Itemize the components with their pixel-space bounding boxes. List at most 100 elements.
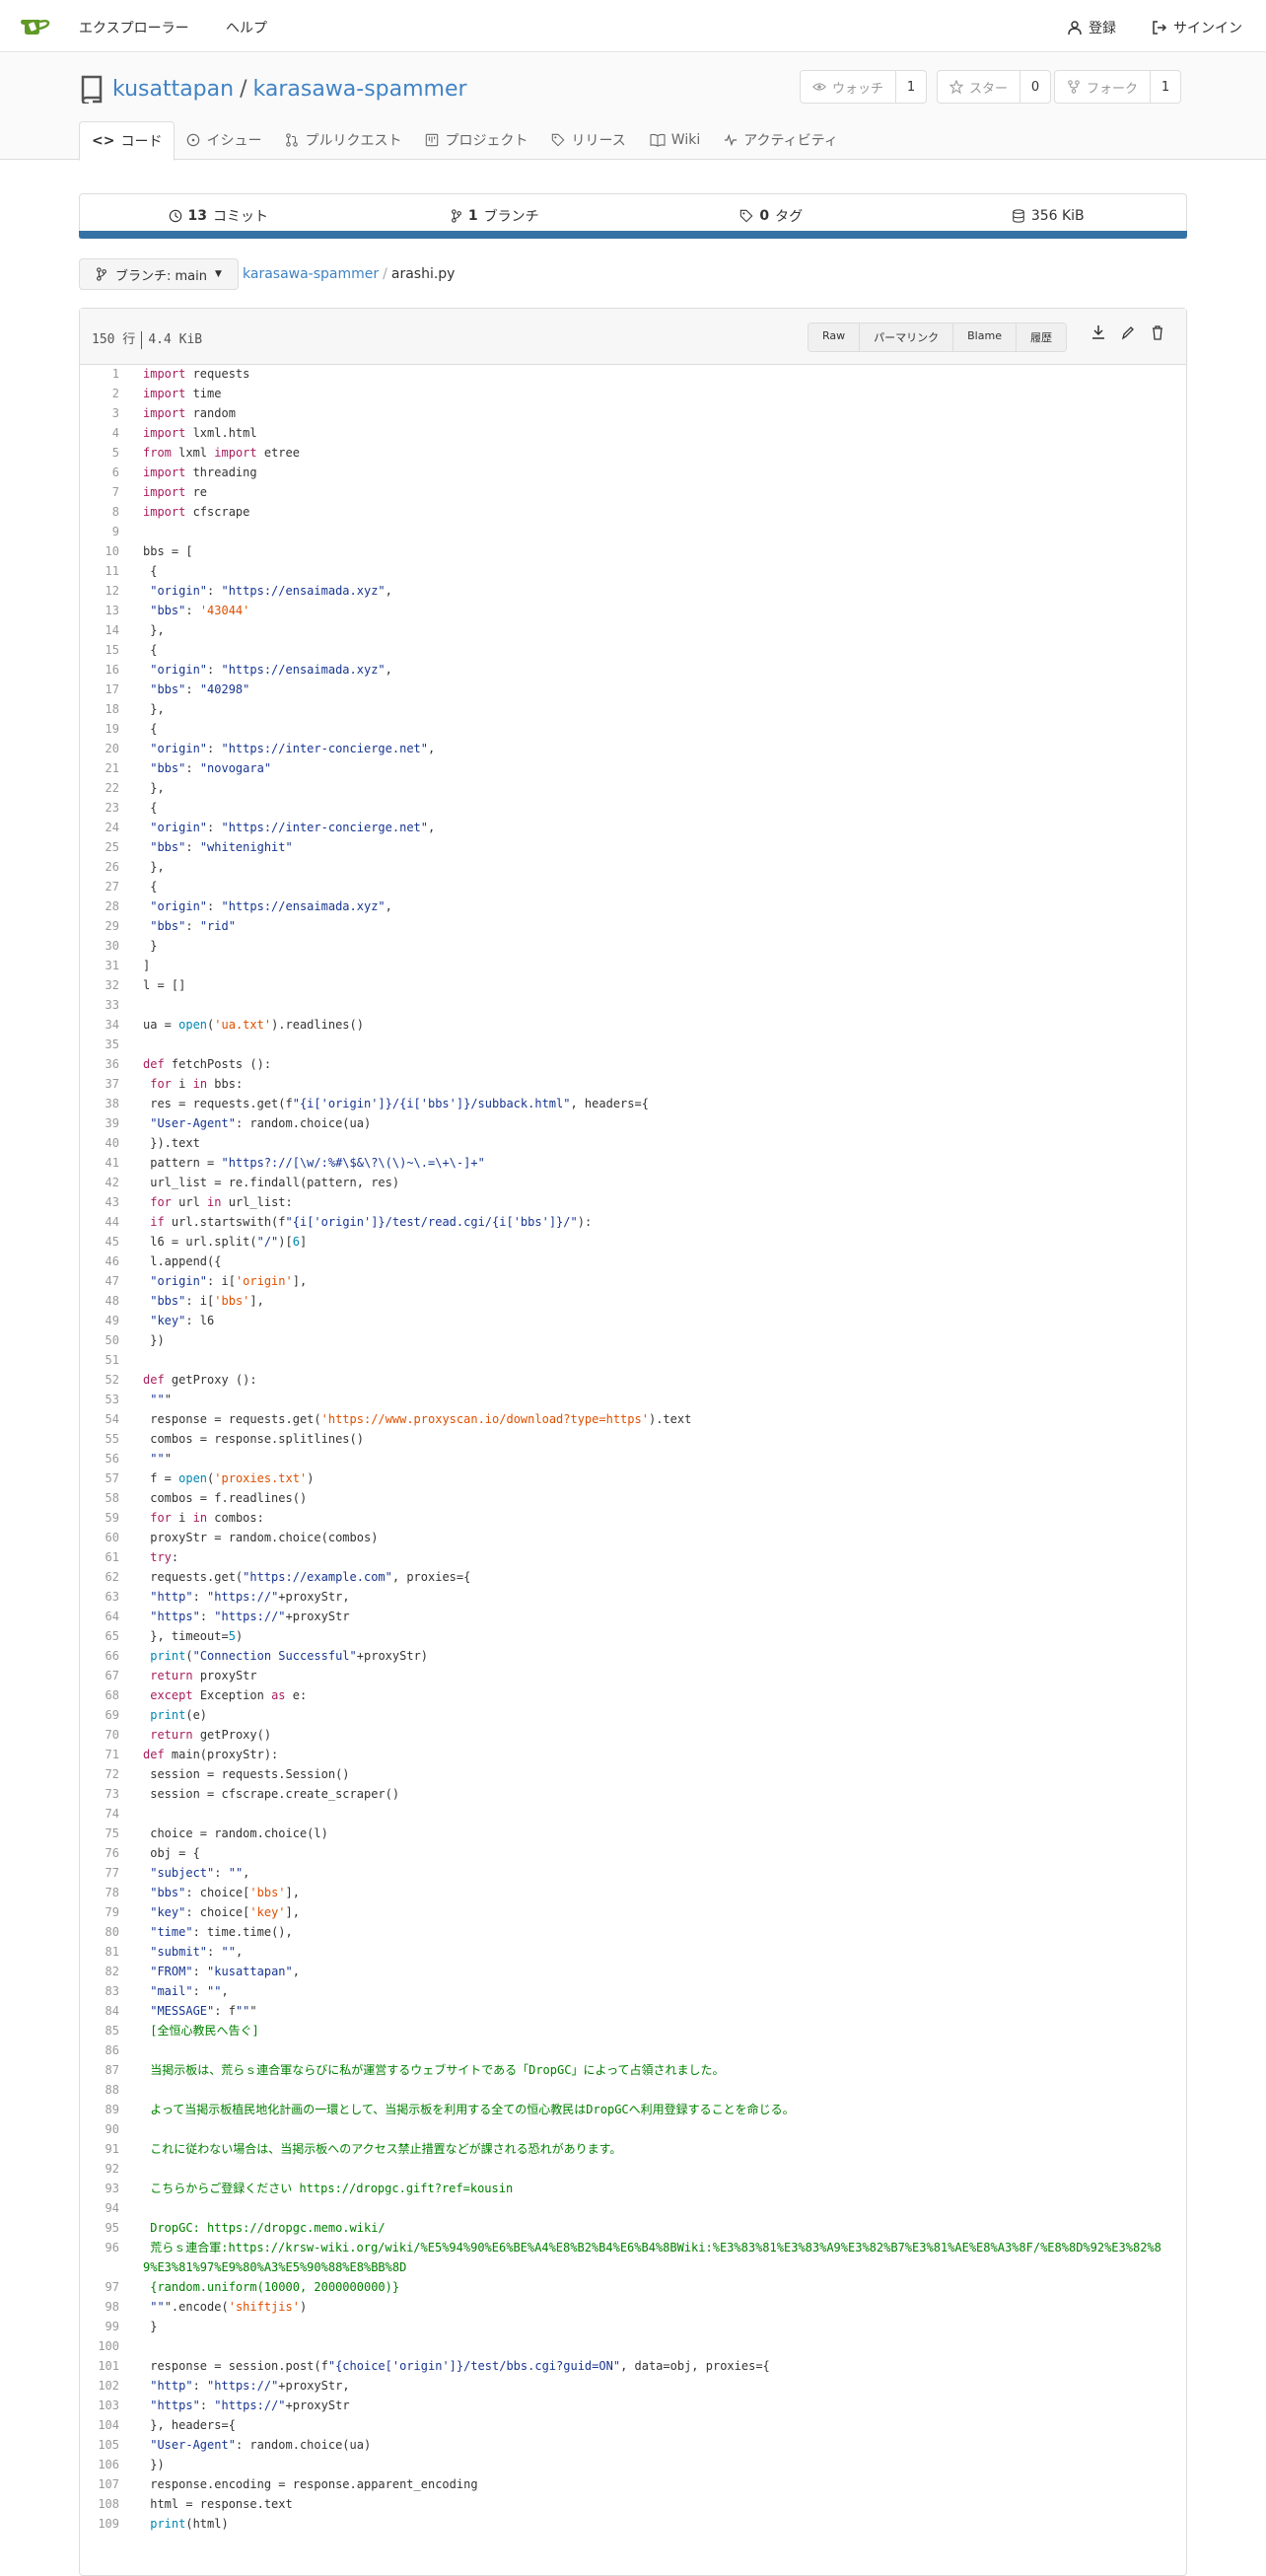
line-number[interactable]: 80 — [105, 1925, 119, 1939]
line-number[interactable]: 61 — [105, 1550, 119, 1564]
line-number[interactable]: 44 — [105, 1215, 119, 1229]
line-number[interactable]: 51 — [105, 1353, 119, 1367]
line-number[interactable]: 104 — [98, 2418, 119, 2432]
line-number[interactable]: 3 — [111, 406, 119, 420]
line-number[interactable]: 90 — [105, 2122, 119, 2136]
tab-wiki[interactable]: Wiki — [638, 121, 712, 159]
line-number[interactable]: 18 — [105, 702, 119, 716]
breadcrumb-repo-link[interactable]: karasawa-spammer — [243, 266, 380, 282]
line-number[interactable]: 52 — [105, 1373, 119, 1387]
line-number[interactable]: 27 — [105, 880, 119, 894]
line-number[interactable]: 5 — [111, 446, 119, 460]
line-number[interactable]: 28 — [105, 899, 119, 913]
line-number[interactable]: 73 — [105, 1787, 119, 1801]
line-number[interactable]: 57 — [105, 1471, 119, 1485]
tags-stat[interactable]: 0 タグ — [633, 194, 910, 238]
line-number[interactable]: 109 — [98, 2517, 119, 2531]
line-number[interactable]: 71 — [105, 1748, 119, 1761]
line-number[interactable]: 29 — [105, 919, 119, 933]
tab-releases[interactable]: リリース — [539, 121, 637, 159]
line-number[interactable]: 32 — [105, 978, 119, 992]
line-number[interactable]: 49 — [105, 1314, 119, 1327]
line-number[interactable]: 84 — [105, 2004, 119, 2018]
line-number[interactable]: 11 — [105, 564, 119, 578]
nav-explore[interactable]: エクスプローラー — [79, 21, 189, 36]
line-number[interactable]: 101 — [98, 2359, 119, 2373]
line-number[interactable]: 6 — [111, 465, 119, 479]
gitea-logo-icon[interactable] — [20, 14, 51, 37]
line-number[interactable]: 43 — [105, 1195, 119, 1209]
line-number[interactable]: 50 — [105, 1333, 119, 1347]
line-number[interactable]: 83 — [105, 1984, 119, 1998]
line-number[interactable]: 10 — [105, 544, 119, 558]
line-number[interactable]: 26 — [105, 860, 119, 874]
line-number[interactable]: 15 — [105, 643, 119, 657]
line-number[interactable]: 24 — [105, 821, 119, 834]
history-button[interactable]: 履歴 — [1016, 323, 1066, 351]
tab-code[interactable]: <> コード — [79, 121, 176, 161]
line-number[interactable]: 7 — [111, 485, 119, 499]
line-number[interactable]: 76 — [105, 1846, 119, 1860]
pencil-icon[interactable] — [1121, 324, 1135, 340]
line-number[interactable]: 33 — [105, 998, 119, 1012]
line-number[interactable]: 16 — [105, 663, 119, 677]
line-number[interactable]: 38 — [105, 1097, 119, 1110]
line-number[interactable]: 60 — [105, 1531, 119, 1544]
line-number[interactable]: 75 — [105, 1826, 119, 1840]
line-number[interactable]: 96 — [105, 2241, 119, 2254]
line-number[interactable]: 92 — [105, 2162, 119, 2176]
line-number[interactable]: 63 — [105, 1590, 119, 1604]
fork-button[interactable]: フォーク 1 — [1054, 70, 1182, 104]
line-number[interactable]: 89 — [105, 2103, 119, 2116]
watch-count[interactable]: 1 — [906, 79, 916, 95]
fork-count[interactable]: 1 — [1160, 79, 1170, 95]
line-number[interactable]: 69 — [105, 1708, 119, 1722]
line-number[interactable]: 8 — [111, 505, 119, 519]
line-number[interactable]: 93 — [105, 2182, 119, 2195]
line-number[interactable]: 67 — [105, 1669, 119, 1682]
commits-stat[interactable]: 13 コミット — [80, 194, 357, 238]
line-number[interactable]: 108 — [98, 2497, 119, 2511]
line-number[interactable]: 97 — [105, 2280, 119, 2294]
line-number[interactable]: 40 — [105, 1136, 119, 1150]
branch-dropdown[interactable]: ブランチ: main ▼ — [79, 258, 239, 290]
line-number[interactable]: 100 — [98, 2339, 119, 2353]
line-number[interactable]: 82 — [105, 1965, 119, 1978]
line-number[interactable]: 21 — [105, 761, 119, 775]
line-number[interactable]: 88 — [105, 2083, 119, 2097]
line-number[interactable]: 87 — [105, 2063, 119, 2077]
nav-help[interactable]: ヘルプ — [226, 21, 267, 36]
line-number[interactable]: 20 — [105, 742, 119, 755]
line-number[interactable]: 34 — [105, 1018, 119, 1032]
line-number[interactable]: 12 — [105, 584, 119, 598]
line-number[interactable]: 19 — [105, 722, 119, 736]
line-number[interactable]: 85 — [105, 2024, 119, 2038]
line-number[interactable]: 103 — [98, 2398, 119, 2412]
repo-name-link[interactable]: karasawa-spammer — [252, 76, 467, 102]
line-number[interactable]: 54 — [105, 1412, 119, 1426]
line-number[interactable]: 70 — [105, 1728, 119, 1742]
line-number[interactable]: 106 — [98, 2458, 119, 2471]
repo-owner-link[interactable]: kusattapan — [112, 76, 235, 102]
line-number[interactable]: 78 — [105, 1886, 119, 1899]
tab-activity[interactable]: アクティビティ — [712, 121, 850, 159]
line-number[interactable]: 48 — [105, 1294, 119, 1308]
line-number[interactable]: 23 — [105, 801, 119, 815]
line-number[interactable]: 62 — [105, 1570, 119, 1584]
line-number[interactable]: 42 — [105, 1176, 119, 1189]
register-link[interactable]: 登録 — [1067, 18, 1116, 37]
language-bar[interactable] — [79, 231, 1187, 239]
tab-projects[interactable]: プロジェクト — [413, 121, 539, 159]
line-number[interactable]: 9 — [111, 525, 119, 538]
line-number[interactable]: 13 — [105, 604, 119, 617]
star-button[interactable]: スター 0 — [937, 70, 1052, 104]
line-number[interactable]: 45 — [105, 1235, 119, 1249]
line-number[interactable]: 39 — [105, 1116, 119, 1130]
line-number[interactable]: 91 — [105, 2142, 119, 2156]
line-number[interactable]: 74 — [105, 1807, 119, 1821]
line-number[interactable]: 65 — [105, 1629, 119, 1643]
line-number[interactable]: 68 — [105, 1688, 119, 1702]
tab-pull-requests[interactable]: プルリクエスト — [273, 121, 413, 159]
line-number[interactable]: 64 — [105, 1610, 119, 1623]
line-number[interactable]: 77 — [105, 1866, 119, 1880]
